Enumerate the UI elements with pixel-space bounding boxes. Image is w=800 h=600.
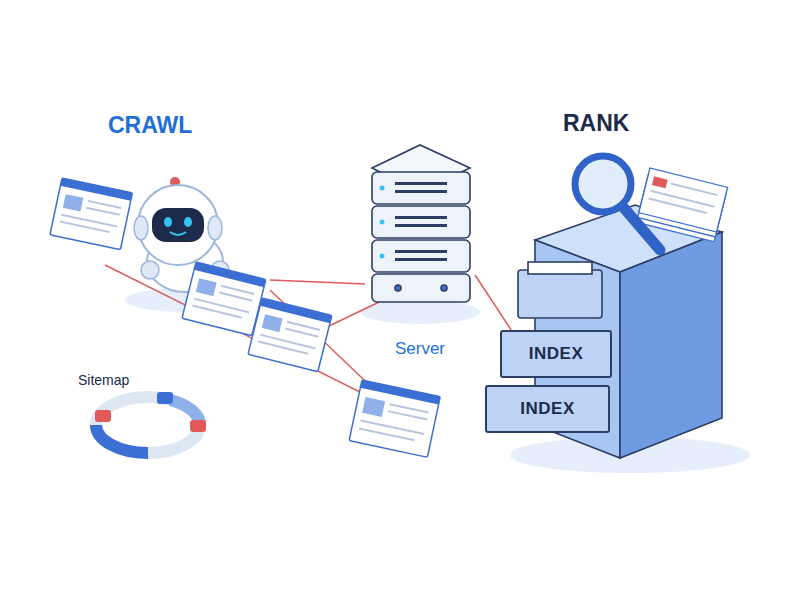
web-page — [248, 298, 332, 372]
server-node: Server — [365, 140, 475, 365]
rank-heading: RANK — [563, 110, 629, 136]
cabinet-node: RANK INDEX INDEX — [485, 108, 745, 458]
crawl-heading: CRAWL — [108, 112, 192, 138]
crawl-lines — [105, 255, 400, 402]
index-label: INDEX — [487, 399, 608, 419]
sitemap-node: Sitemap — [70, 368, 220, 463]
server-vents — [395, 182, 447, 261]
sitemap-ring — [95, 392, 206, 453]
web-page — [50, 178, 132, 250]
crawl-connector — [475, 275, 511, 330]
server-stack — [372, 145, 470, 302]
server-leds — [380, 186, 385, 259]
index-label: INDEX — [502, 344, 610, 364]
server-label: Server — [365, 339, 475, 359]
magnifying-glass — [575, 156, 660, 250]
server-shadow — [360, 300, 480, 324]
crawl-connector — [270, 280, 365, 284]
index-drawer: INDEX — [485, 385, 610, 433]
web-page — [182, 262, 266, 336]
crawler-node: CRAWL — [105, 108, 270, 308]
sitemap-label: Sitemap — [78, 372, 129, 388]
web-page — [349, 380, 440, 457]
index-drawer: INDEX — [500, 330, 612, 378]
